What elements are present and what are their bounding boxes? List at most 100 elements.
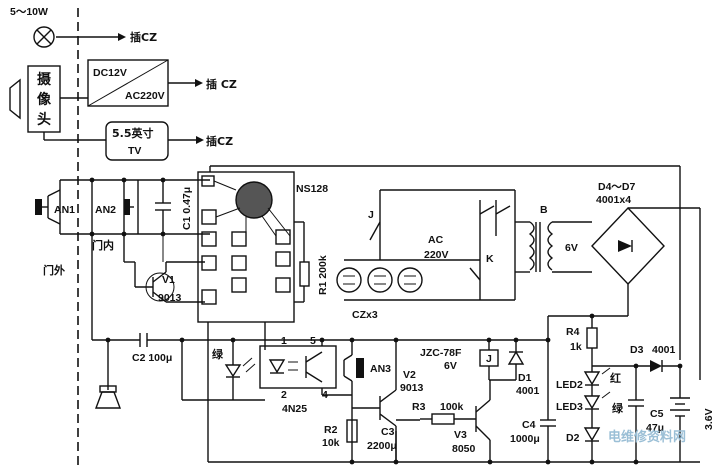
ac-label: AC	[428, 234, 444, 246]
c3-value: 2200μ	[367, 440, 397, 452]
socket-3	[397, 267, 423, 293]
adapter-plug-label: 插 CZ	[206, 77, 237, 91]
c3-label: C3	[381, 426, 395, 438]
camera-char-3: 头	[37, 111, 51, 128]
bridge-type-label: 4001x4	[596, 194, 631, 206]
tv-block: 5.5英寸 TV	[105, 121, 169, 161]
arrow-icon	[196, 136, 204, 144]
bridge-rectifier	[591, 206, 665, 286]
power-adapter: DC12V AC220V	[87, 59, 169, 107]
socket-1	[336, 267, 362, 293]
speaker-icon	[94, 385, 122, 409]
tv-label: TV	[128, 145, 141, 157]
c1-capacitor	[155, 180, 171, 234]
v1-label: V1	[162, 274, 175, 286]
outside-label: 门外	[43, 263, 65, 277]
relay-label: JZC-78F	[420, 347, 462, 359]
r3-label: R3	[412, 401, 426, 413]
v3-type-label: 8050	[452, 443, 476, 455]
led3-color: 绿	[612, 401, 624, 415]
bridge-label: D4～D7	[598, 181, 636, 193]
r2-label: R2	[324, 424, 338, 436]
camera-block: 摄 像 头	[9, 65, 61, 133]
v3-label: V3	[454, 429, 467, 441]
b-label: B	[540, 204, 548, 216]
c5-value: 47μ	[646, 422, 664, 434]
ns128-ic	[197, 171, 295, 323]
inside-label: 门内	[92, 238, 114, 252]
c4-value: 1000μ	[510, 433, 540, 445]
r1-label: R1 200k	[317, 255, 329, 295]
r4-resistor	[586, 327, 598, 349]
camera-char-1: 摄	[37, 71, 52, 88]
opto-pin-2: 2	[281, 389, 287, 401]
r3-resistor	[420, 413, 476, 425]
opto-pin-5: 5	[310, 335, 316, 347]
adapter-out-label: AC220V	[125, 90, 165, 102]
adapter-in-label: DC12V	[93, 67, 127, 79]
d3-label: D3	[630, 344, 644, 356]
v3-transistor	[475, 380, 491, 462]
led2-label: LED2	[556, 379, 583, 391]
v2-transistor	[352, 340, 397, 427]
socket-2	[367, 267, 393, 293]
d1-type: 4001	[516, 385, 540, 397]
j-label: J	[368, 209, 374, 221]
c5-capacitor	[628, 366, 644, 462]
d1-label: D1	[518, 372, 532, 384]
opto-pin-1: 1	[281, 335, 287, 347]
sockets-label: CZx3	[352, 309, 378, 321]
an3-label: AN3	[370, 363, 391, 375]
c4-label: C4	[522, 419, 536, 431]
arrow-icon	[118, 33, 126, 41]
d2-diode	[583, 427, 601, 442]
ac-voltage-label: 220V	[424, 249, 449, 261]
an2-label: AN2	[95, 204, 116, 216]
c4-capacitor	[540, 316, 556, 462]
lamp-symbol	[33, 26, 55, 48]
k-label: K	[486, 253, 494, 265]
arrow-icon	[195, 79, 203, 87]
green-led-1-label: 绿	[212, 347, 224, 361]
tv-size-label: 5.5英寸	[112, 126, 154, 140]
d3-diode	[650, 360, 663, 372]
k-switch	[469, 200, 511, 300]
watermark-text: 电维修资料网	[608, 429, 686, 445]
v1-transistor	[123, 234, 205, 303]
v1-type-label: 9013	[158, 292, 182, 304]
d2-label: D2	[566, 432, 580, 444]
v2-label: V2	[403, 369, 416, 381]
camera-char-2: 像	[37, 91, 52, 108]
v2-type-label: 9013	[400, 382, 424, 394]
c5-label: C5	[650, 408, 664, 420]
green-led-1	[224, 340, 256, 400]
r2-resistor	[346, 419, 358, 443]
r1-resistor	[294, 221, 310, 303]
relay-jzc78f	[479, 340, 516, 381]
d3-type: 4001	[652, 344, 676, 356]
r3-value: 100k	[440, 401, 464, 413]
an1-label: AN1	[54, 204, 75, 216]
an1-button	[35, 189, 61, 225]
battery	[670, 366, 690, 462]
r2-value: 10k	[322, 437, 340, 449]
d1-diode	[507, 340, 525, 380]
ic-label: NS128	[296, 183, 328, 195]
led3-label: LED3	[556, 401, 583, 413]
lamp-plug-label: 插CZ	[130, 30, 157, 44]
j-contact	[369, 221, 381, 241]
battery-label: 3.6V	[703, 408, 715, 430]
c2-label: C2 100μ	[132, 352, 172, 364]
an2-button	[123, 180, 139, 234]
r4-value: 1k	[570, 341, 582, 353]
relay-voltage: 6V	[444, 360, 457, 372]
lamp-rating: 5～10W	[10, 6, 48, 18]
led2-color: 红	[610, 371, 621, 385]
c2-capacitor	[139, 333, 148, 347]
optocoupler-4n25	[259, 345, 337, 389]
opto-label: 4N25	[282, 403, 307, 415]
tv-plug-label: 插CZ	[206, 134, 233, 148]
relay-j-label: J	[486, 353, 492, 365]
